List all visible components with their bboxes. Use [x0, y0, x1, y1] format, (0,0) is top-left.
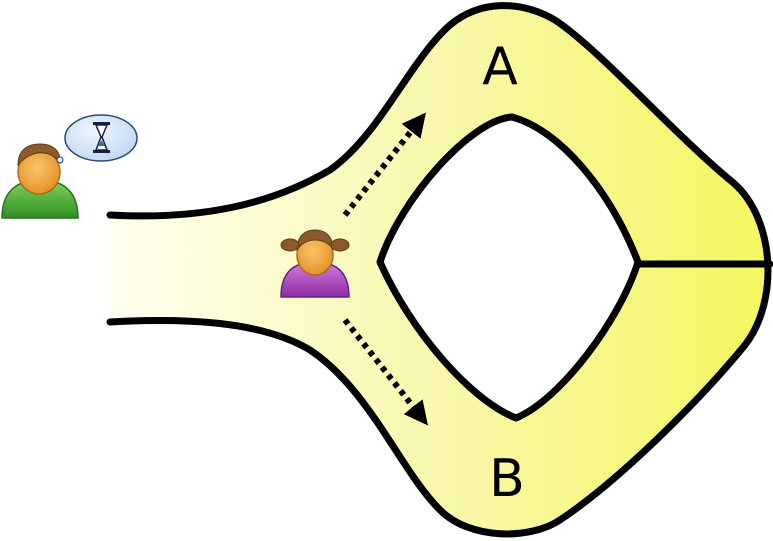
path-label-a: A [482, 37, 518, 97]
person-icon [1, 143, 79, 219]
dotted-arrow-icon [342, 112, 426, 217]
hourglass-icon [93, 122, 110, 153]
cave-outer-wall [106, 2, 772, 538]
path-label-b: B [489, 449, 525, 509]
dotted-arrow-icon [342, 318, 428, 426]
thought-bubble-icon [56, 114, 138, 164]
cave-inner-wall [376, 113, 642, 422]
cave-passage-fill [110, 5, 768, 534]
person-icon [280, 229, 350, 298]
